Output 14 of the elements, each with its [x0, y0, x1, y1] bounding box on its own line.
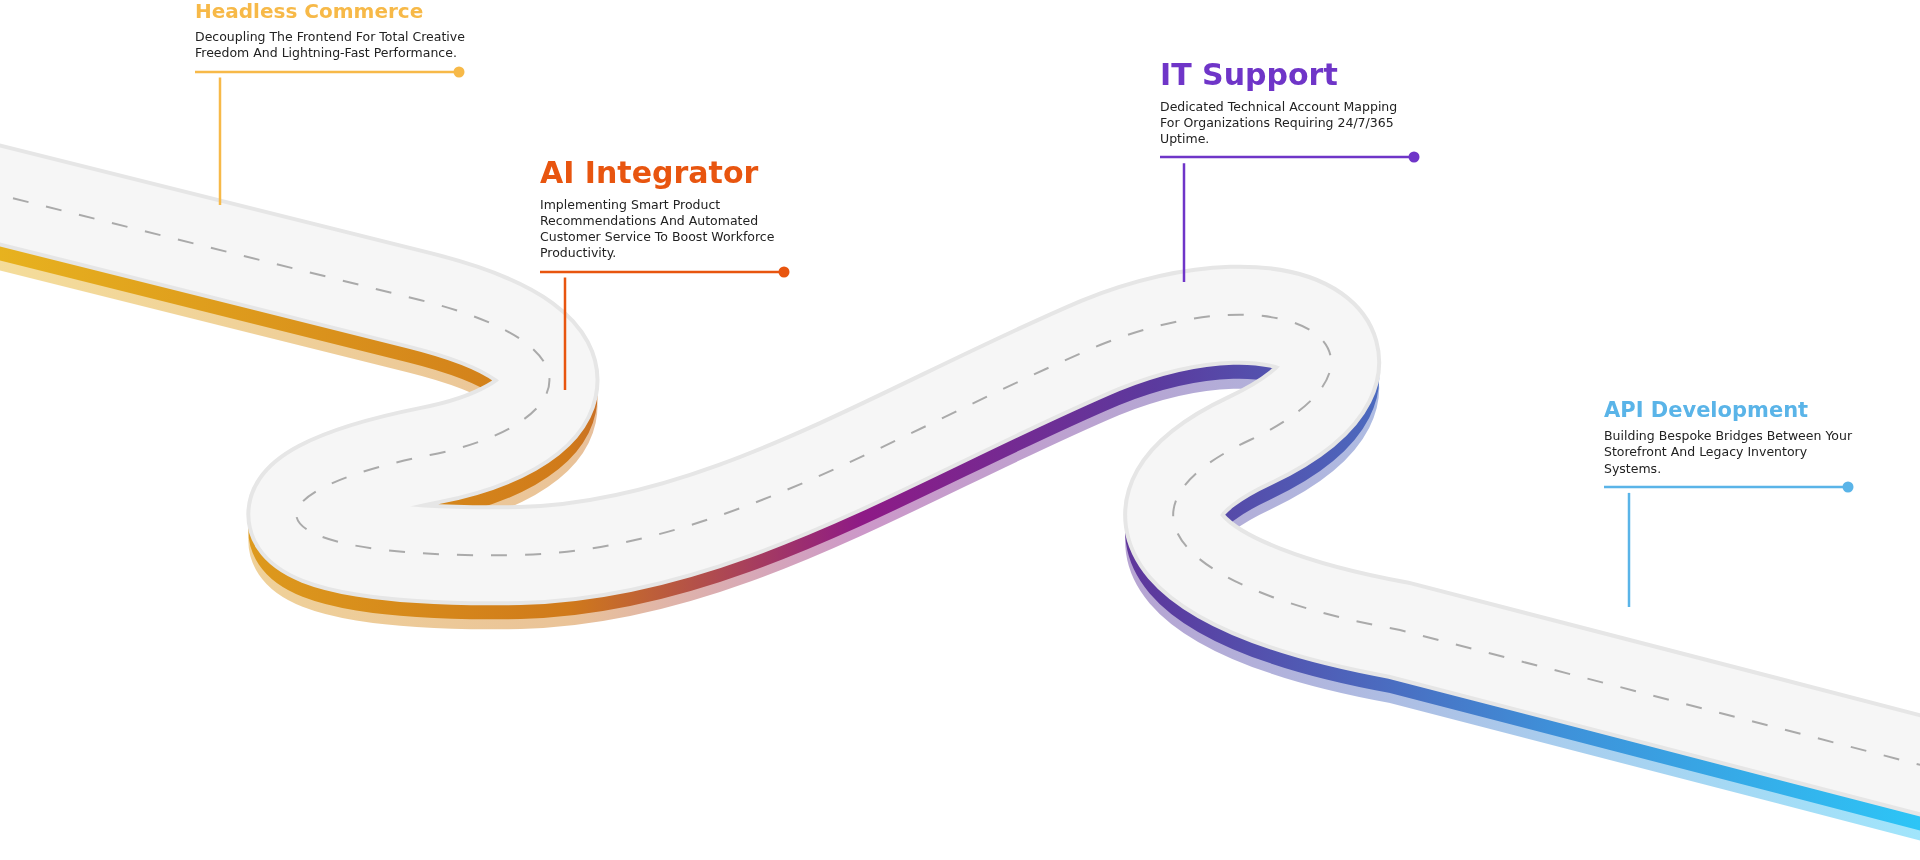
- callout-text: Building Bespoke Bridges Between Your Storefront And Legacy Inventory Systems.: [1604, 428, 1854, 477]
- leader-line: [218, 77, 222, 205]
- leader-line: [1627, 492, 1631, 607]
- callout-text: Decoupling The Frontend For Total Creative Freedom And Lightning-Fast Performance.: [195, 29, 465, 62]
- callout-text: Dedicated Technical Account Mapping For Organizations Requiring 24/7/365 Uptime.: [1160, 98, 1399, 148]
- callout-title: Headless Commerce: [195, 0, 425, 23]
- callout: [1604, 398, 1854, 493]
- callout-text: Implementing Smart Product Recommendations And Automated Customer Service To Boost Workforce Productivity.: [540, 196, 776, 262]
- leader-line: [1182, 163, 1186, 282]
- callout: [195, 0, 465, 78]
- callout-title: API Development: [1604, 398, 1810, 423]
- callout-title: IT Support: [1160, 58, 1339, 93]
- callout-title: AI Integrator: [540, 156, 760, 191]
- leader-line: [563, 277, 567, 390]
